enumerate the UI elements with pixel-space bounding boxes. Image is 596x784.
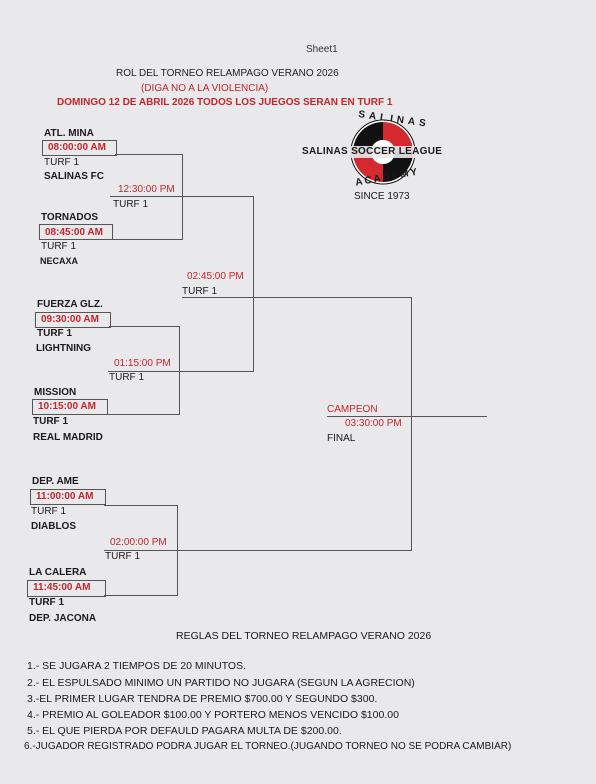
- team-la-calera: LA CALERA: [29, 567, 87, 578]
- match-time: 10:15:00 AM: [38, 401, 96, 412]
- league-logo: SALINAS SALINAS SOCCER LEAGUE ACADEMY SI…: [300, 109, 470, 204]
- team-salinas-fc: SALINAS FC: [44, 171, 104, 182]
- rule-item: 1.- SE JUGARA 2 TIEMPOS DE 20 MINUTOS.: [27, 660, 247, 672]
- team-atl-mina: ATL. MINA: [44, 128, 94, 139]
- bracket-line: [108, 371, 253, 372]
- rule-item: 6.-JUGADOR REGISTRADO PODRA JUGAR EL TOR…: [24, 741, 512, 752]
- rule-item: 5.- EL QUE PIERDA POR DEFAULD PAGARA MUL…: [27, 725, 342, 737]
- match-field: TURF 1: [31, 506, 66, 517]
- round2-time: 02:00:00 PM: [110, 537, 167, 548]
- team-mission: MISSION: [34, 387, 77, 398]
- round2-time: 12:30:00 PM: [118, 184, 175, 195]
- bracket-line: [182, 154, 183, 240]
- match-time-box: [42, 140, 117, 156]
- round2-field: TURF 1: [105, 551, 140, 562]
- match-field: TURF 1: [41, 241, 76, 252]
- round2-time: 01:15:00 PM: [114, 358, 171, 369]
- round2-field: TURF 1: [113, 199, 148, 210]
- final-name: FINAL: [327, 433, 356, 444]
- final-time: 03:30:00 PM: [345, 418, 402, 429]
- match-time: 11:00:00 AM: [36, 491, 94, 502]
- rule-item: 3.-EL PRIMER LUGAR TENDRA DE PREMIO $700…: [27, 693, 378, 705]
- sheet-label: Sheet1: [306, 44, 338, 55]
- team-dep-jacona: DEP. JACONA: [29, 613, 97, 624]
- bracket-line: [327, 416, 487, 417]
- bracket-line: [104, 505, 178, 506]
- rules-title: REGLAS DEL TORNEO RELAMPAGO VERANO 2026: [176, 630, 432, 642]
- bracket-line: [111, 239, 183, 240]
- rule-item: 2.- EL ESPULSADO MINIMO UN PARTIDO NO JU…: [27, 677, 415, 689]
- rule-item: 4.- PREMIO AL GOLEADOR $100.00 Y PORTERO…: [27, 709, 399, 721]
- bracket-line: [104, 595, 178, 596]
- bracket-line: [411, 297, 412, 551]
- round3-field: TURF 1: [182, 286, 217, 297]
- match-field: TURF 1: [29, 597, 64, 608]
- team-lightning: LIGHTNING: [36, 343, 91, 354]
- team-tornados: TORNADOS: [41, 212, 99, 223]
- match-time: 11:45:00 AM: [33, 582, 91, 593]
- match-time: 09:30:00 AM: [41, 314, 99, 325]
- logo-main-text: SALINAS SOCCER LEAGUE: [302, 146, 443, 157]
- match-field: TURF 1: [33, 416, 68, 427]
- champion-label: CAMPEON: [327, 404, 378, 415]
- match-time-box: [39, 224, 113, 240]
- team-dep-ame: DEP. AME: [32, 476, 79, 487]
- bracket-line: [182, 297, 412, 298]
- match-time: 08:45:00 AM: [45, 227, 103, 238]
- soccer-ball-icon: [300, 119, 470, 185]
- team-fuerza-glz: FUERZA GLZ.: [37, 299, 103, 310]
- round3-time: 02:45:00 PM: [187, 271, 244, 282]
- match-time-box: [27, 580, 106, 597]
- bracket-line: [109, 326, 180, 327]
- match-time-box: [32, 399, 108, 415]
- match-time: 08:00:00 AM: [48, 142, 106, 153]
- bracket-line: [110, 196, 254, 197]
- match-time-box: [30, 489, 106, 505]
- team-diablos: DIABLOS: [31, 521, 76, 532]
- team-necaxa: NECAXA: [40, 256, 79, 266]
- bracket-line: [253, 196, 254, 372]
- schedule-subtitle: DOMINGO 12 DE ABRIL 2026 TODOS LOS JUEGO…: [57, 97, 393, 108]
- logo-since: SINCE 1973: [354, 191, 410, 202]
- team-real-madrid: REAL MADRID: [33, 432, 103, 443]
- match-field: TURF 1: [44, 157, 79, 168]
- match-time-box: [35, 312, 111, 328]
- slogan: (DIGA NO A LA VIOLENCIA): [141, 83, 269, 94]
- round2-field: TURF 1: [109, 372, 144, 383]
- bracket-line: [179, 326, 180, 415]
- tournament-title: ROL DEL TORNEO RELAMPAGO VERANO 2026: [116, 68, 339, 79]
- bracket-line: [115, 154, 183, 155]
- match-field: TURF 1: [37, 328, 72, 339]
- bracket-line: [104, 550, 412, 551]
- bracket-line: [106, 414, 180, 415]
